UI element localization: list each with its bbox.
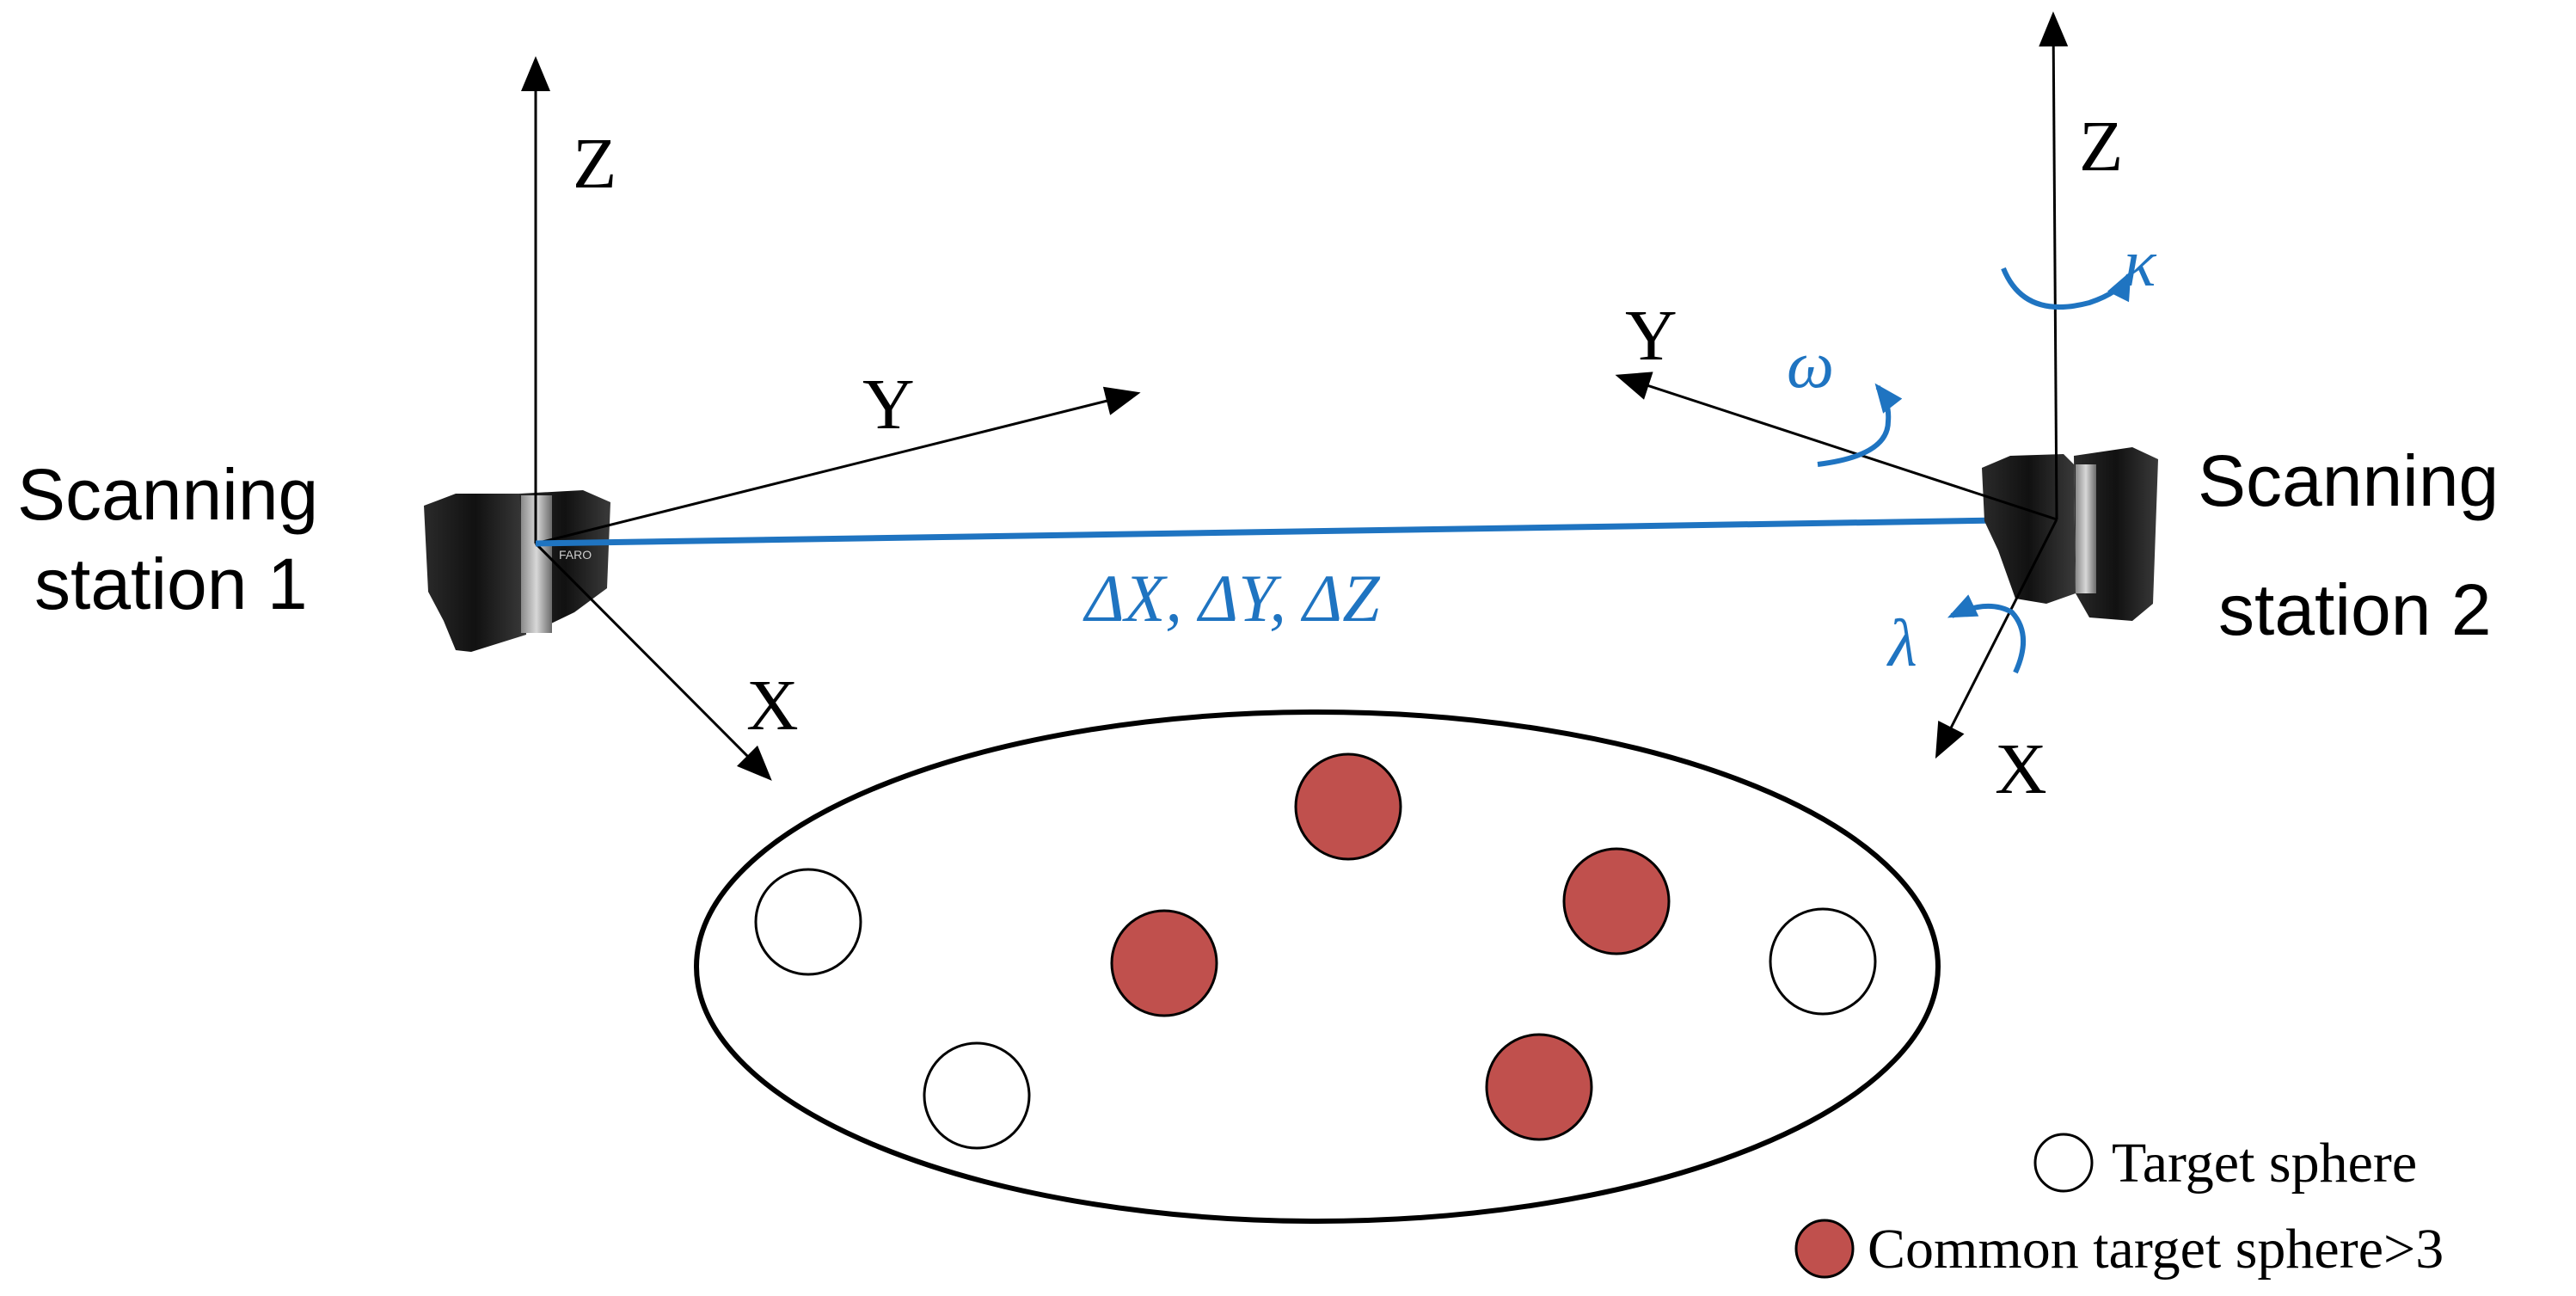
y-axis-label-1: Y (862, 365, 915, 445)
target-sphere (1769, 907, 1877, 1016)
legend-common-swatch (1794, 1219, 1855, 1279)
target-sphere (923, 1041, 1031, 1150)
x-axis-1 (534, 542, 772, 781)
svg-text:FARO: FARO (559, 548, 592, 562)
target-sphere (754, 868, 862, 976)
z-axis-2 (2039, 11, 2069, 520)
common-target-sphere (1110, 909, 1218, 1017)
rotation-arrow-icon (1947, 594, 2027, 674)
y-axis-1 (535, 386, 1141, 545)
station-2-label-line2: station 2 (2218, 569, 2492, 650)
station-1: FARO Z Y X Scanning station 1 (17, 56, 1141, 781)
scanner-device-icon (1982, 447, 2158, 621)
rotation-arrow-icon (1817, 383, 1903, 467)
legend: Target sphere Common target sphere>3 (1794, 1132, 2444, 1281)
station-2: Z Y X Scanning station 2 κ ω λ (1615, 11, 2499, 809)
legend-target-label: Target sphere (2112, 1132, 2417, 1195)
y-axis-2 (1615, 372, 2058, 521)
x-axis-label-1: X (746, 666, 799, 746)
omega-label: ω (1787, 327, 1834, 402)
x-axis-2 (1935, 519, 2058, 759)
legend-common-label: Common target sphere>3 (1868, 1218, 2444, 1281)
station-1-label-line1: Scanning (17, 454, 318, 535)
translation-label: ΔX, ΔY, ΔZ (1083, 561, 1381, 636)
y-axis-label-2: Y (1625, 296, 1677, 376)
z-axis-label-1: Z (573, 124, 616, 204)
station-1-label-line2: station 1 (34, 544, 308, 624)
z-axis-label-2: Z (2079, 107, 2123, 187)
target-area (694, 709, 1941, 1224)
scanner-device-icon: FARO (424, 490, 610, 652)
x-axis-label-2: X (1995, 729, 2047, 809)
common-target-sphere (1562, 847, 1671, 955)
legend-target-swatch (2033, 1133, 2094, 1193)
kappa-label: κ (2124, 225, 2157, 300)
translation-line (535, 516, 2058, 547)
common-target-sphere (1294, 752, 1402, 861)
rotation-arrow-icon (2001, 267, 2131, 310)
translation: ΔX, ΔY, ΔZ (535, 516, 2058, 636)
common-target-sphere (1485, 1033, 1593, 1141)
lambda-label: λ (1886, 605, 1917, 680)
station-2-label-line1: Scanning (2198, 440, 2499, 521)
